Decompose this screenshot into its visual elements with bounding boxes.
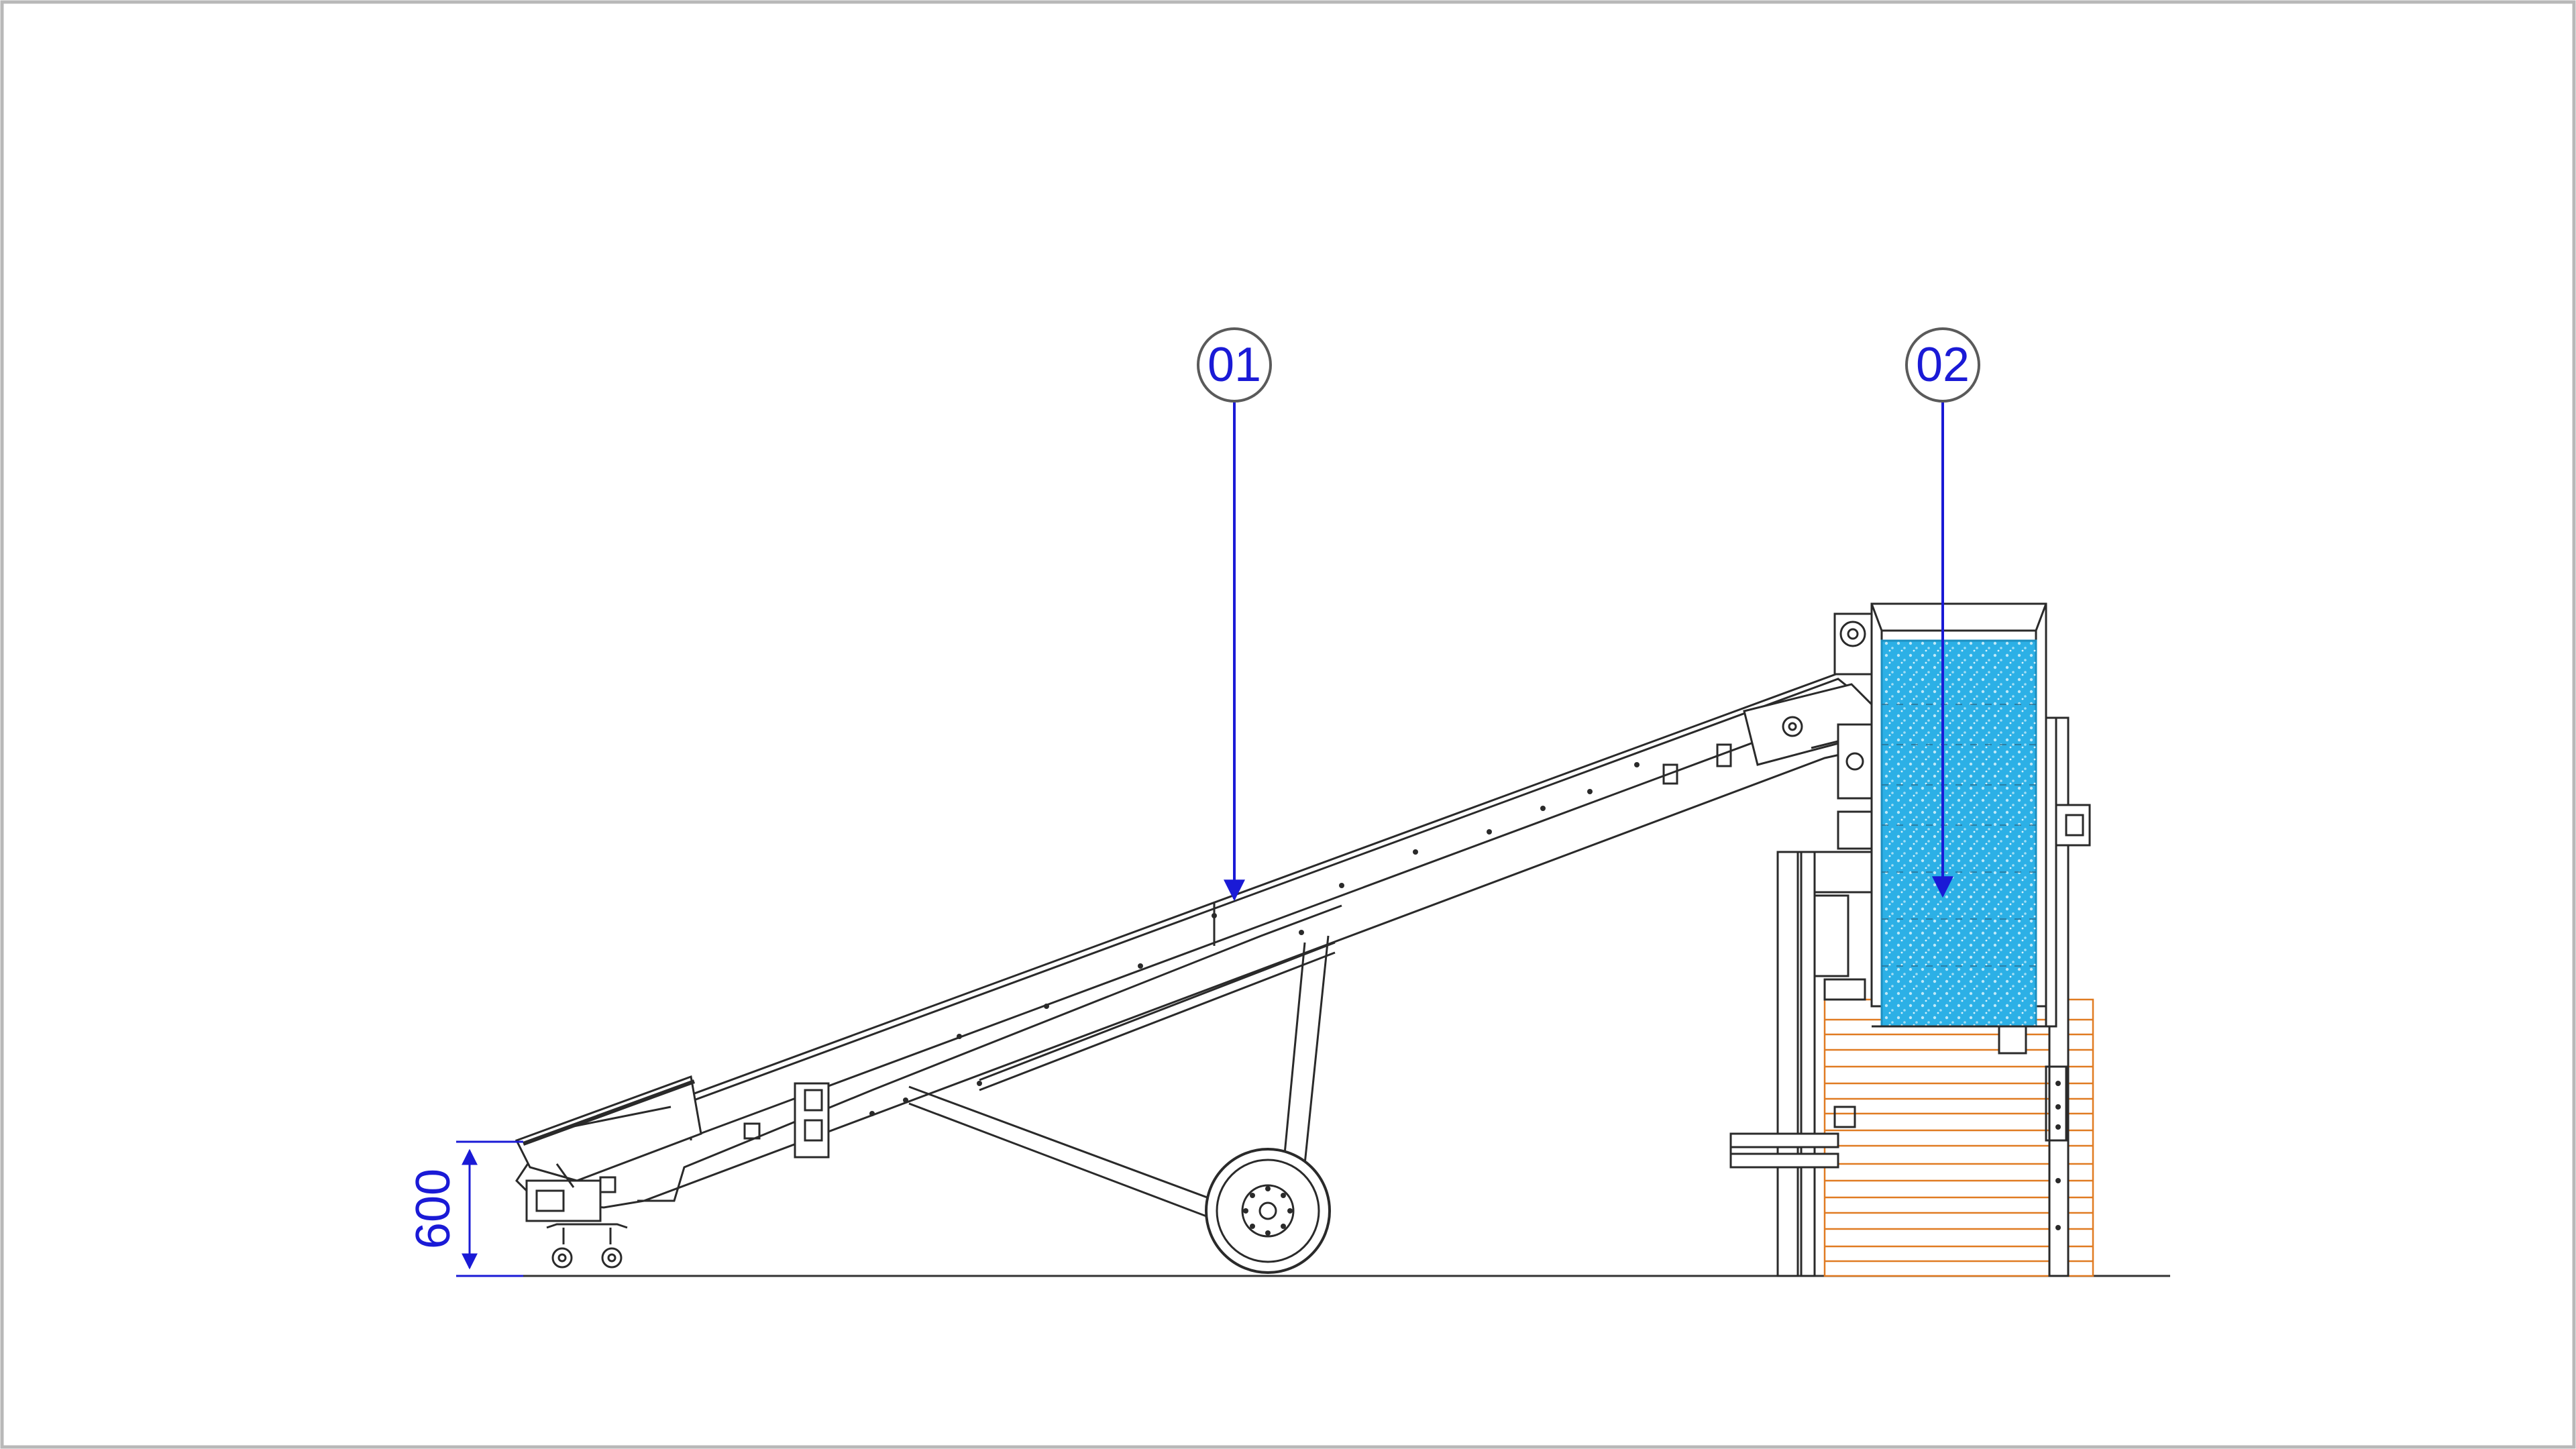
caster-wheel-right — [601, 1247, 623, 1269]
callout-01-label: 01 — [1208, 338, 1261, 392]
storage-unit — [1729, 602, 2094, 1277]
callout-02-label: 02 — [1916, 338, 1970, 392]
conveyor-frame — [515, 678, 1900, 1209]
pallet-stack — [1823, 998, 2094, 1277]
callout-02-group: 02 — [1905, 327, 1980, 898]
feed-hopper — [515, 1075, 702, 1182]
callout-02-bubble — [1905, 327, 1980, 402]
hopper-motor — [1833, 612, 1873, 676]
belt-top-line — [529, 671, 1842, 1155]
callout-01-bubble — [1197, 327, 1272, 402]
conveyor-assembly — [515, 671, 1900, 1274]
transport-wheel — [1205, 1148, 1331, 1274]
dimension-value: 600 — [407, 1169, 460, 1249]
belt-inner-line — [690, 710, 1839, 1138]
height-dimension — [456, 1140, 523, 1277]
caster-wheel-left — [551, 1247, 573, 1269]
callout-01-group: 01 — [1197, 327, 1272, 902]
support-leg — [1283, 942, 1306, 1155]
